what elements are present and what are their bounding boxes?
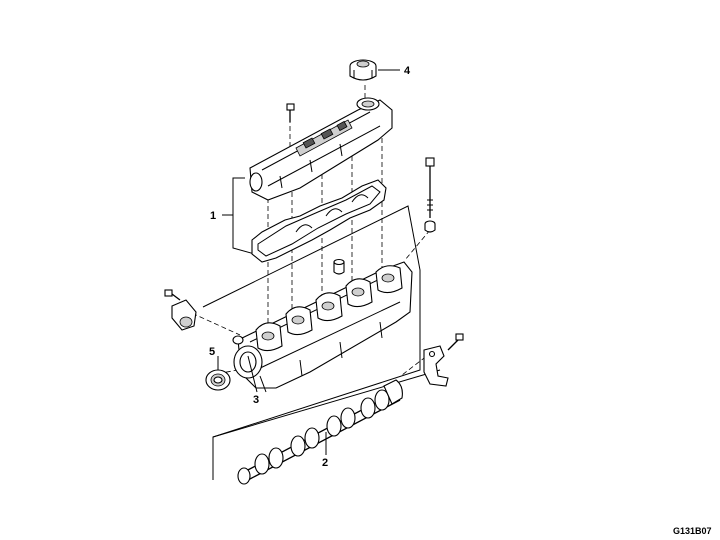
callout-label-3: 3 xyxy=(253,394,259,406)
camshaft-group-bracket xyxy=(212,369,441,438)
bracket-bolt xyxy=(447,333,464,351)
callout-label-5: 5 xyxy=(209,346,215,358)
figure-code: G131B07 xyxy=(673,526,712,536)
camshaft-oil-seal xyxy=(205,369,231,391)
callout-label-4: 4 xyxy=(404,65,411,77)
cylinder-head-cover xyxy=(249,97,393,201)
long-head-bolt xyxy=(424,157,436,233)
camshaft xyxy=(237,379,403,485)
callout-label-1: 1 xyxy=(210,210,216,222)
dowel-pin xyxy=(333,258,345,275)
camshaft-position-sensor xyxy=(164,289,197,331)
callout-leaders xyxy=(217,69,400,455)
cover-bolt xyxy=(286,103,295,122)
callout-label-2: 2 xyxy=(322,457,328,469)
mounting-bracket xyxy=(423,345,449,387)
oil-filler-cap xyxy=(349,59,377,81)
callout-1-bracket xyxy=(222,177,259,256)
assembly-group-frame xyxy=(202,205,421,480)
camshaft-housing xyxy=(232,261,413,393)
cover-gasket xyxy=(251,179,387,263)
